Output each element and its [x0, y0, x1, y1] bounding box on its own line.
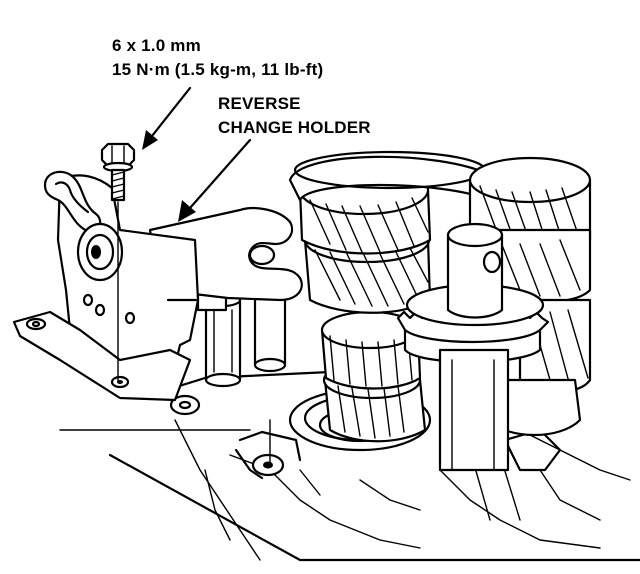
spec-arrowhead — [142, 130, 158, 150]
reverse-idler-gear — [396, 222, 550, 472]
mainshaft-gears — [288, 150, 492, 443]
leader-lines — [59, 86, 271, 463]
part-name-line2: CHANGE HOLDER — [218, 118, 371, 137]
part-arrowhead — [178, 200, 196, 222]
mounting-bolt — [100, 142, 136, 202]
bolt-torque-label: 15 N·m (1.5 kg-m, 11 lb-ft) — [112, 60, 324, 79]
reverse-change-holder — [12, 170, 303, 402]
bolt-size-label: 6 x 1.0 mm — [112, 36, 201, 55]
part-name-line1: REVERSE — [218, 94, 301, 113]
